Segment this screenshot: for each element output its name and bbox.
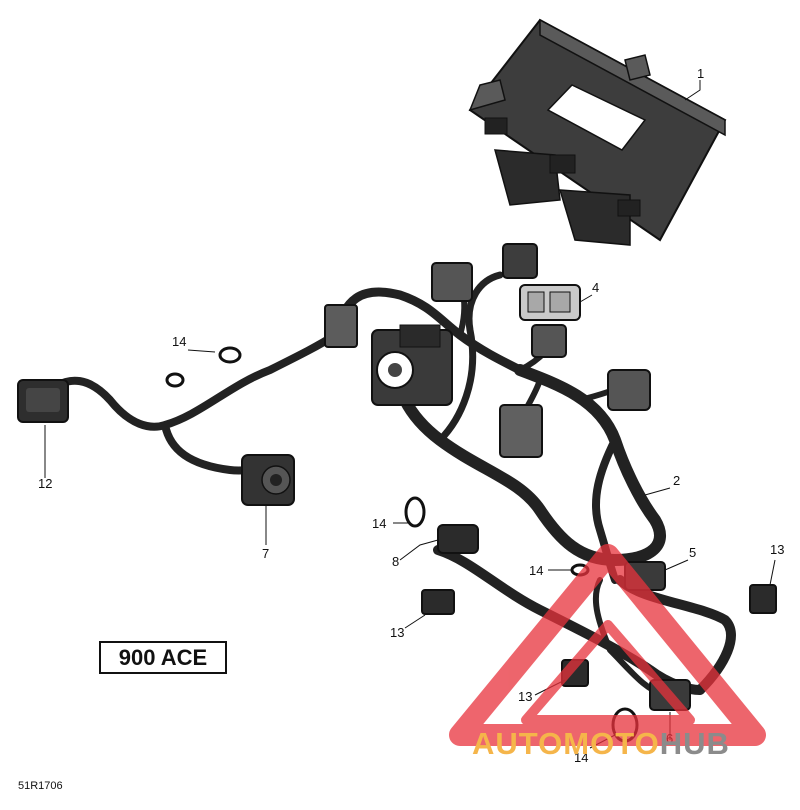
callout-1: 1 (697, 66, 704, 81)
connector-7 (241, 454, 295, 506)
callout-13-b: 13 (770, 542, 784, 557)
callout-13-a: 13 (390, 625, 404, 640)
watermark-text: AUTOMOTOHUB (472, 726, 730, 762)
watermark-logo-icon (449, 544, 766, 746)
tie-14-b (404, 496, 426, 528)
sensor-throttle (371, 324, 453, 406)
clip-13-b (749, 584, 777, 614)
callout-14-c: 14 (529, 563, 543, 578)
connector-4 (519, 284, 581, 321)
callout-8: 8 (392, 554, 399, 569)
callout-14-b: 14 (372, 516, 386, 531)
watermark-text-part1: AUTOMOTO (472, 726, 660, 761)
model-label: 900 ACE (99, 641, 227, 674)
connector-top-2 (502, 243, 538, 279)
callout-7: 7 (262, 546, 269, 561)
callout-14-a: 14 (172, 334, 186, 349)
tie-14-a (165, 346, 242, 388)
callout-12: 12 (38, 476, 52, 491)
clip-13-a (421, 589, 455, 615)
callout-13-c: 13 (518, 689, 532, 704)
connector-8 (437, 524, 479, 554)
reference-code: 51R1706 (18, 780, 63, 792)
watermark-text-part2: HUB (659, 726, 730, 761)
connector-mid-1 (531, 324, 567, 358)
callout-4: 4 (592, 280, 599, 295)
callout-5: 5 (689, 545, 696, 560)
connector-left-top (324, 304, 358, 348)
connector-top-1 (431, 262, 473, 302)
connector-12 (17, 379, 69, 423)
connector-mid-3 (499, 404, 543, 458)
callout-14-d: 14 (574, 750, 588, 765)
connector-mid-2 (607, 369, 651, 411)
ecm-module (468, 18, 727, 246)
callout-2: 2 (673, 473, 680, 488)
